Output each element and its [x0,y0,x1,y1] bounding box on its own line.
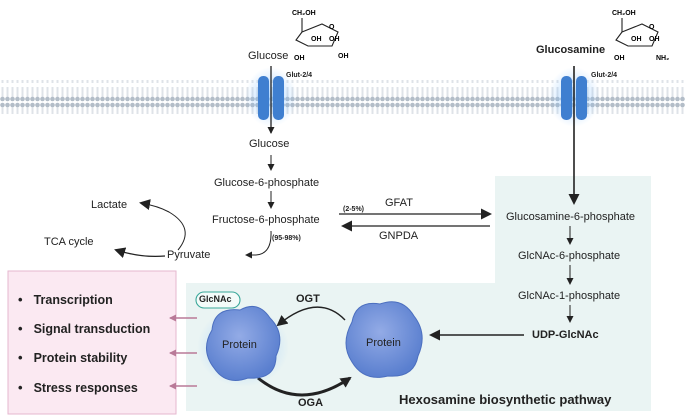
glucosamine-ch2oh: CH₂OH [612,10,636,17]
protein-left [197,305,289,387]
glucosamine-ring-o: O [649,24,655,31]
hbp-panel [186,176,651,411]
glcnac-1-phosphate-label: GlcNAc-1-phosphate [518,290,621,302]
outcome-transcription: Transcription [18,292,113,308]
arrow-pyruvate-to-tca [114,247,166,258]
gnpda-label: GNPDA [379,230,419,242]
udp-glcnac-label: UDP-GlcNAc [532,329,599,341]
glucose-inner-label: Glucose [249,138,290,150]
protein-right-label: Protein [366,337,401,349]
glucose-6-phosphate-label: Glucose-6-phosphate [214,177,320,189]
outcome-protein-stability: Protein stability [18,350,128,366]
fructose-6-phosphate-label: Fructose-6-phosphate [212,214,320,226]
ogt-label: OGT [296,293,320,305]
glucose-top-label: Glucose [248,50,289,62]
protein-left-label: Protein [222,339,257,351]
arrow-pyruvate-to-lactate [139,199,186,251]
glucosamine-structure [615,18,659,47]
glucose-ch2oh: CH₂OH [292,10,316,17]
gfat-label: GFAT [385,197,413,209]
arrow-f6p-to-pyruvate [245,230,272,259]
glucosamine-oh-1: OH [631,36,642,43]
glucosamine-top-label: Glucosamine [536,44,606,56]
outcome-stress-responses: Stress responses [18,380,138,396]
glucosamine-nh2: NH₂ [656,55,669,62]
glucose-ring-o: O [329,24,335,31]
tca-cycle-label: TCA cycle [44,236,94,248]
glut-right-label: Glut-2/4 [591,72,618,79]
protein-right [345,301,423,378]
glucosamine-oh-2: OH [649,36,660,43]
glcnac-tag-box [195,291,241,309]
oga-label: OGA [298,397,324,409]
glcnac-tag-label: GlcNAc [199,294,232,304]
glucose-oh-1: OH [311,36,322,43]
pathway-title: Hexosamine biosynthetic pathway [399,392,612,407]
lactate-label: Lactate [91,199,128,211]
glucosamine-oh-3: OH [614,55,625,62]
glucose-structure [295,18,339,47]
glucosamine-6-phosphate-label: Glucosamine-6-phosphate [506,211,636,223]
percent-gfat-label: (2-5%) [343,206,365,213]
glucose-oh-3: OH [294,55,305,62]
outcome-signal-transduction: Signal transduction [18,321,151,337]
glcnac-6-phosphate-label: GlcNAc-6-phosphate [518,250,621,262]
glucose-oh-4: OH [338,53,349,60]
percent-glycolysis-label: (95-98%) [272,235,301,242]
pyruvate-label: Pyruvate [167,249,211,261]
arrow-oga [257,376,352,397]
glucose-oh-2: OH [329,36,340,43]
arrow-ogt [276,306,346,327]
glut-left-label: Glut-2/4 [286,72,313,79]
